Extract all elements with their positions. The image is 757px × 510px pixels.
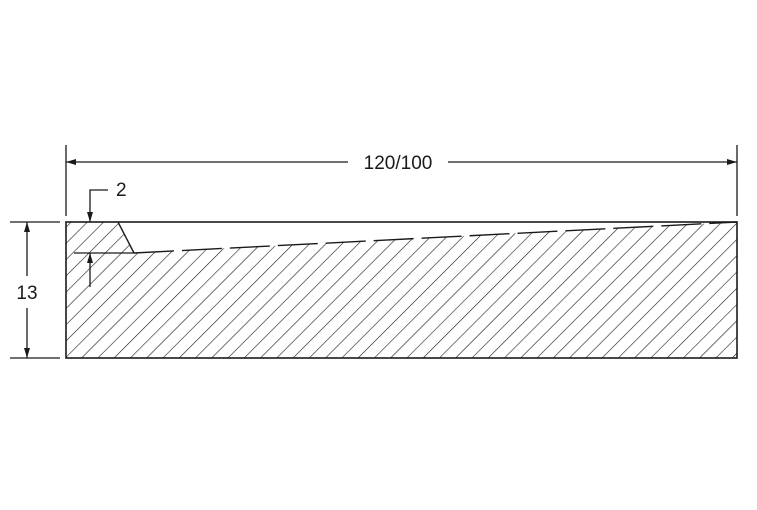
wedge-edge	[117, 221, 135, 254]
part-outline	[65, 221, 738, 359]
taper-dashed-line	[133, 221, 738, 254]
depth-dimension-label: 2	[116, 180, 127, 201]
length-dimension-label: 120/100	[364, 153, 433, 174]
height-dimension-label: 13	[16, 283, 37, 304]
section-hatching	[66, 222, 737, 358]
depth-leader-top	[87, 189, 108, 222]
